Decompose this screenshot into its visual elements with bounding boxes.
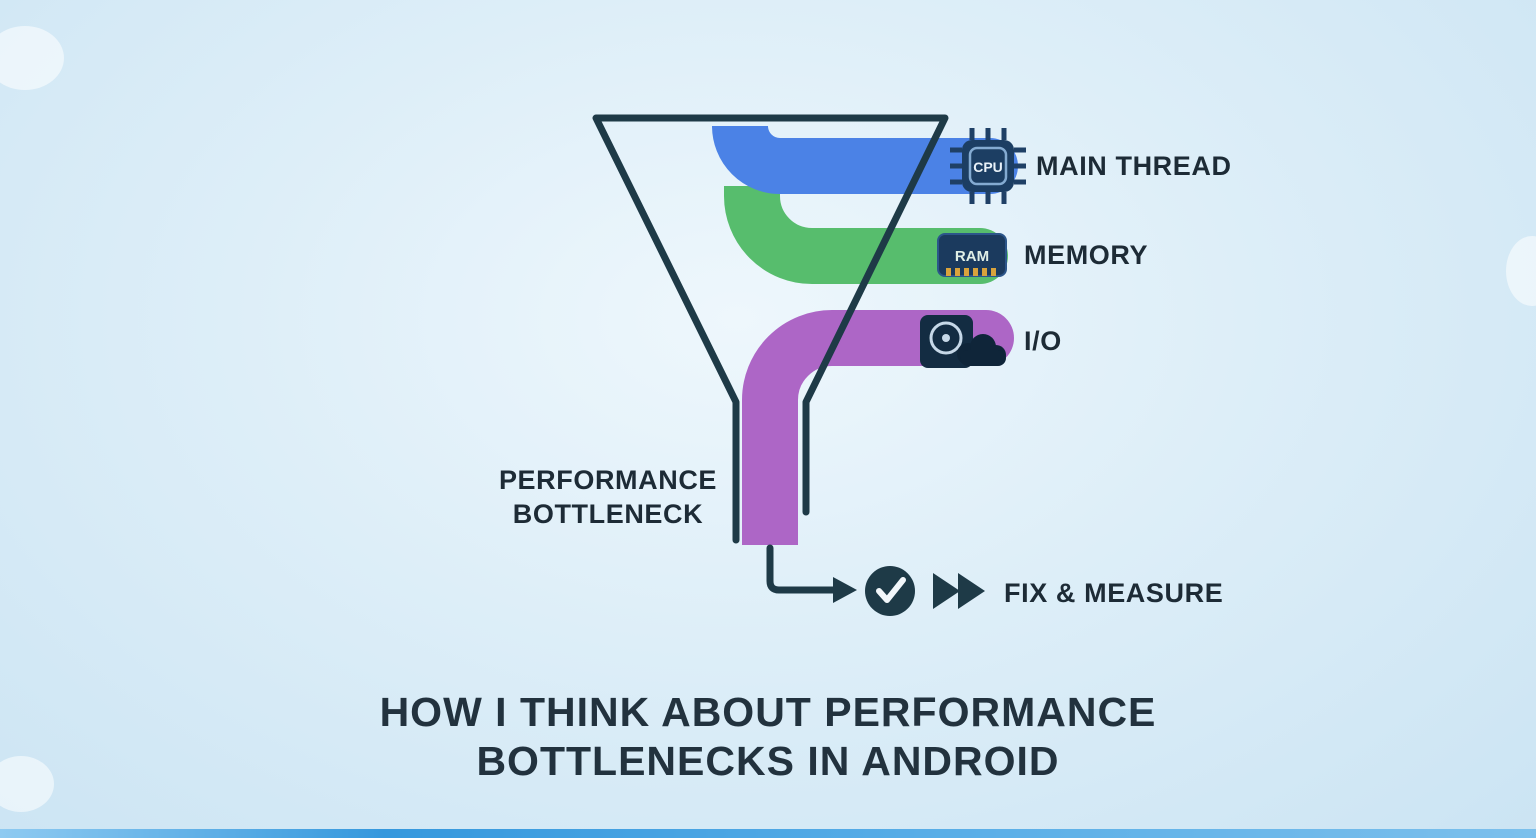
cloud-blob-bottom-left	[0, 756, 54, 812]
main-thread-label: MAIN THREAD	[1036, 151, 1232, 181]
bottom-accent-bar	[0, 829, 1536, 838]
fix-measure-label: FIX & MEASURE	[1004, 578, 1224, 608]
page-title-line2: BOTTLENECKS IN ANDROID	[476, 738, 1060, 784]
check-icon-circle	[865, 566, 915, 616]
cpu-chip-pins	[950, 128, 1026, 204]
cloud-shape	[957, 334, 1006, 366]
ram-label: RAM	[955, 248, 989, 265]
io-band-path	[742, 310, 986, 545]
io-label: I/O	[1024, 326, 1062, 356]
fast-forward-triangle-2	[958, 573, 985, 609]
disk-platter-ring	[929, 321, 963, 355]
fast-forward-triangle-1	[933, 573, 960, 609]
bottleneck-label-line2: BOTTLENECK	[512, 499, 704, 529]
main-thread-band-path	[712, 124, 990, 194]
page-title-line1: HOW I THINK ABOUT PERFORMANCE	[379, 689, 1157, 735]
check-icon-mark	[876, 577, 906, 603]
bottleneck-label: PERFORMANCE BOTTLENECK	[468, 463, 748, 531]
cloud-blob-top-left	[0, 26, 64, 90]
memory-band-path	[724, 186, 980, 284]
page-title: HOW I THINK ABOUT PERFORMANCE BOTTLENECK…	[0, 688, 1536, 786]
fast-forward-icon	[933, 573, 985, 609]
output-arrowhead	[833, 577, 857, 603]
cpu-chip-body	[962, 140, 1014, 192]
ram-body	[937, 233, 1007, 277]
disk-platter-hub	[942, 334, 950, 342]
cpu-chip-inner-frame	[968, 146, 1008, 186]
ram-pins	[946, 268, 996, 276]
cpu-chip-label: CPU	[973, 159, 1003, 175]
bottleneck-label-line1: PERFORMANCE	[498, 465, 718, 495]
ram-icon: RAM	[937, 233, 1007, 277]
funnel-outline	[592, 114, 949, 544]
output-arrow	[766, 544, 857, 603]
disk-cloud-icon	[920, 315, 1006, 368]
output-arrow-line	[766, 544, 837, 594]
memory-label: MEMORY	[1024, 240, 1149, 270]
cpu-chip-icon: CPU	[950, 128, 1026, 204]
check-icon	[865, 566, 915, 616]
